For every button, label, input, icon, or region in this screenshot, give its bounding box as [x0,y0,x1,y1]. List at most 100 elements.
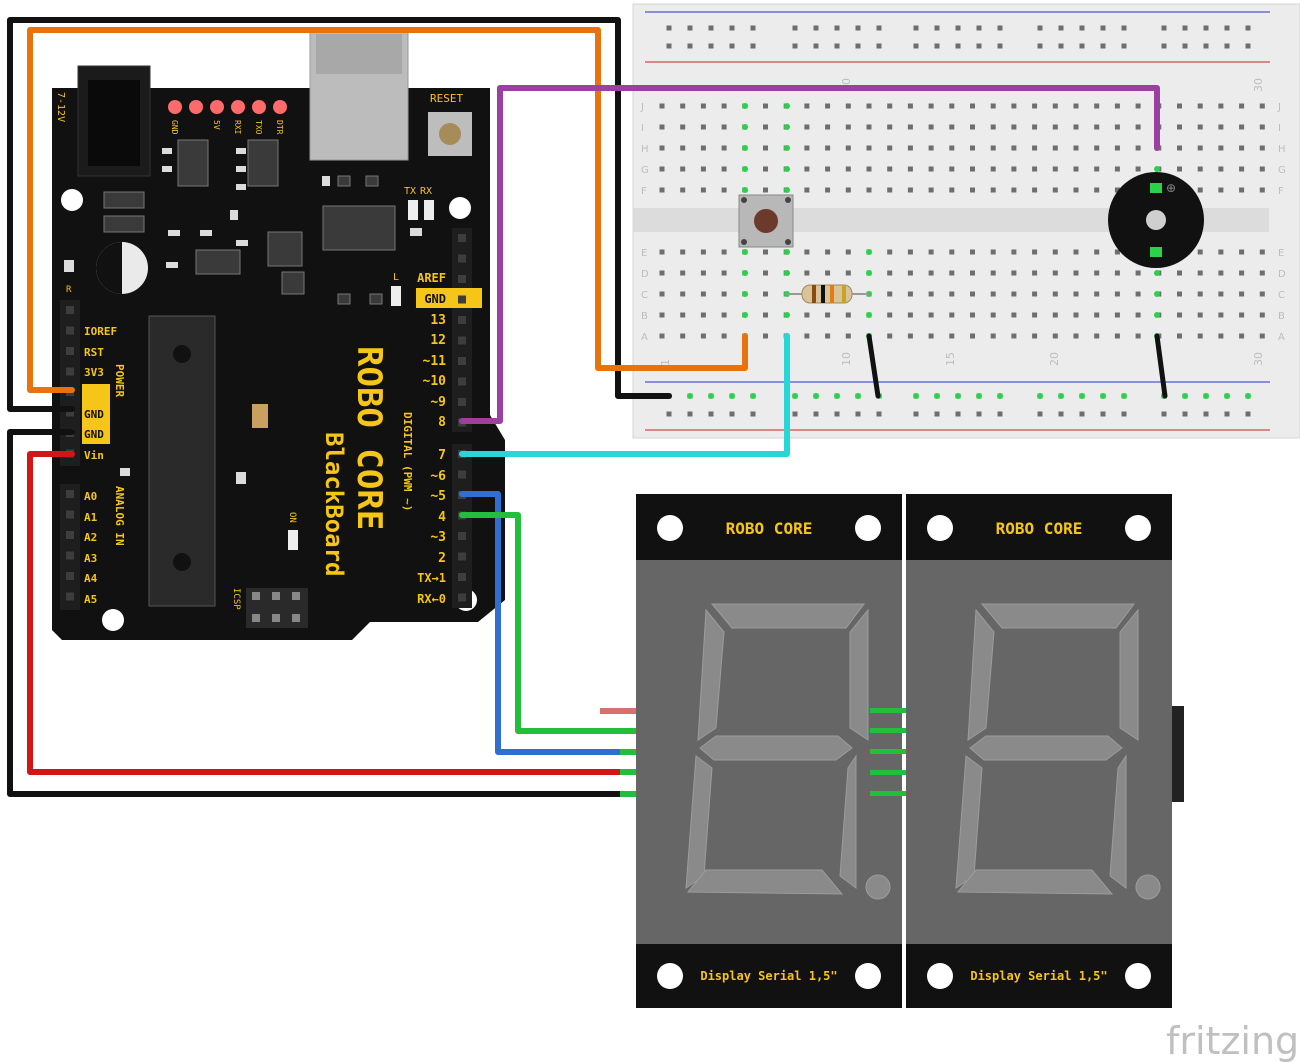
breadboard-hole [949,312,955,318]
breadboard-hole [1218,166,1224,172]
breadboard-hole [1239,333,1245,339]
svg-text:IOREF: IOREF [84,325,117,338]
row-label-f: F [641,186,647,197]
breadboard-hole [990,333,996,339]
header-pin [458,593,466,602]
rail-hole [955,411,961,417]
breadboard-hole [700,145,706,151]
breadboard-hole [804,145,810,151]
breadboard-hole [928,291,934,297]
breadboard-hole [1073,187,1079,193]
breadboard-hole [1094,249,1100,255]
breadboard-hole [1094,270,1100,276]
breadboard-hole [907,249,913,255]
header-pin [458,234,466,242]
breadboard-hole [1011,249,1017,255]
breadboard-hole [866,145,872,151]
rail-hole [855,411,861,417]
pushbutton[interactable] [738,194,794,248]
breadboard-hole [721,145,727,151]
breadboard-hole [1011,270,1017,276]
rail-hole [913,25,919,31]
breadboard-hole [970,312,975,318]
breadboard-hole [928,249,934,255]
breadboard-hole [763,312,768,318]
breadboard-hole [907,333,913,339]
reset-button-cap[interactable] [439,123,461,145]
rail-hole [1079,25,1085,31]
breadboard-hole [825,145,831,151]
svg-text:GND: GND [424,292,446,306]
breadboard-hole [1218,124,1224,130]
tx-led [408,200,418,220]
breadboard-hole [970,291,975,297]
breadboard-hole [1114,124,1120,130]
breadboard-hole [804,124,810,130]
chip-dot [173,345,191,363]
breadboard-hole [970,333,975,339]
rail-hole [876,411,882,417]
connected-holes [666,103,1251,399]
breadboard-hole [1239,124,1245,130]
header-pin [66,551,74,560]
svg-text:⊕: ⊕ [1166,181,1176,195]
breadboard-hole [763,124,768,130]
breadboard-hole [659,312,665,318]
rail-hole [1161,25,1167,31]
svg-text:GND: GND [84,428,104,441]
breadboard-hole [721,270,727,276]
row-label-e: E [641,248,647,259]
row-label-h-right: H [1278,144,1286,155]
header-pin [66,408,74,417]
breadboard-hole [1073,145,1079,151]
breadboard-hole [970,124,975,130]
smd-components [103,139,396,305]
rail-hole [1161,411,1167,417]
breadboard-hole [804,333,810,339]
breadboard-hole [1135,166,1141,172]
breadboard-hole [907,270,913,276]
rail-hole [1203,411,1209,417]
breadboard-hole [1218,103,1224,109]
breadboard-hole [1114,187,1120,193]
breadboard-hole [1073,124,1079,130]
row-label-d: D [641,269,649,280]
pushbutton-cap[interactable] [754,209,778,233]
rail-hole [876,43,882,49]
breadboard-hole [1177,291,1182,297]
col-label-30: 30 [1252,352,1265,366]
breadboard-hole [1011,103,1017,109]
svg-text:~5: ~5 [430,489,446,504]
breadboard-hole [990,145,996,151]
breadboard-hole [1177,333,1182,339]
rail-hole [1100,25,1106,31]
svg-text:A2: A2 [84,531,97,544]
breadboard-hole [990,103,996,109]
icsp-header [246,588,308,628]
rail-hole [687,25,693,31]
breadboard-hole [700,333,706,339]
breadboard-hole [887,312,893,318]
rail-hole [1121,25,1127,31]
display-left: ROBO CORE Display Serial 1,5" [600,494,906,1008]
breadboard-hole [763,249,768,255]
breadboard-hole [804,312,810,318]
breadboard-hole [1032,270,1038,276]
breadboard-hole [928,270,934,276]
rail-hole [934,411,940,417]
breadboard-hole [949,187,955,193]
wire-green-d4 [459,512,635,734]
breadboard-hole [1197,249,1203,255]
analog-header-label: ANALOG IN [113,486,126,546]
rail-hole [792,411,798,417]
wire-resistor-gnd [866,333,881,399]
breadboard-hole [887,124,893,130]
breadboard-hole [1073,166,1079,172]
svg-text:A4: A4 [84,572,98,585]
breadboard-hole [1197,333,1203,339]
breadboard-hole [700,249,706,255]
breadboard-hole [1135,270,1141,276]
breadboard-hole [1239,312,1245,318]
rail-hole [1058,43,1064,49]
col-label-10: 10 [840,352,853,366]
